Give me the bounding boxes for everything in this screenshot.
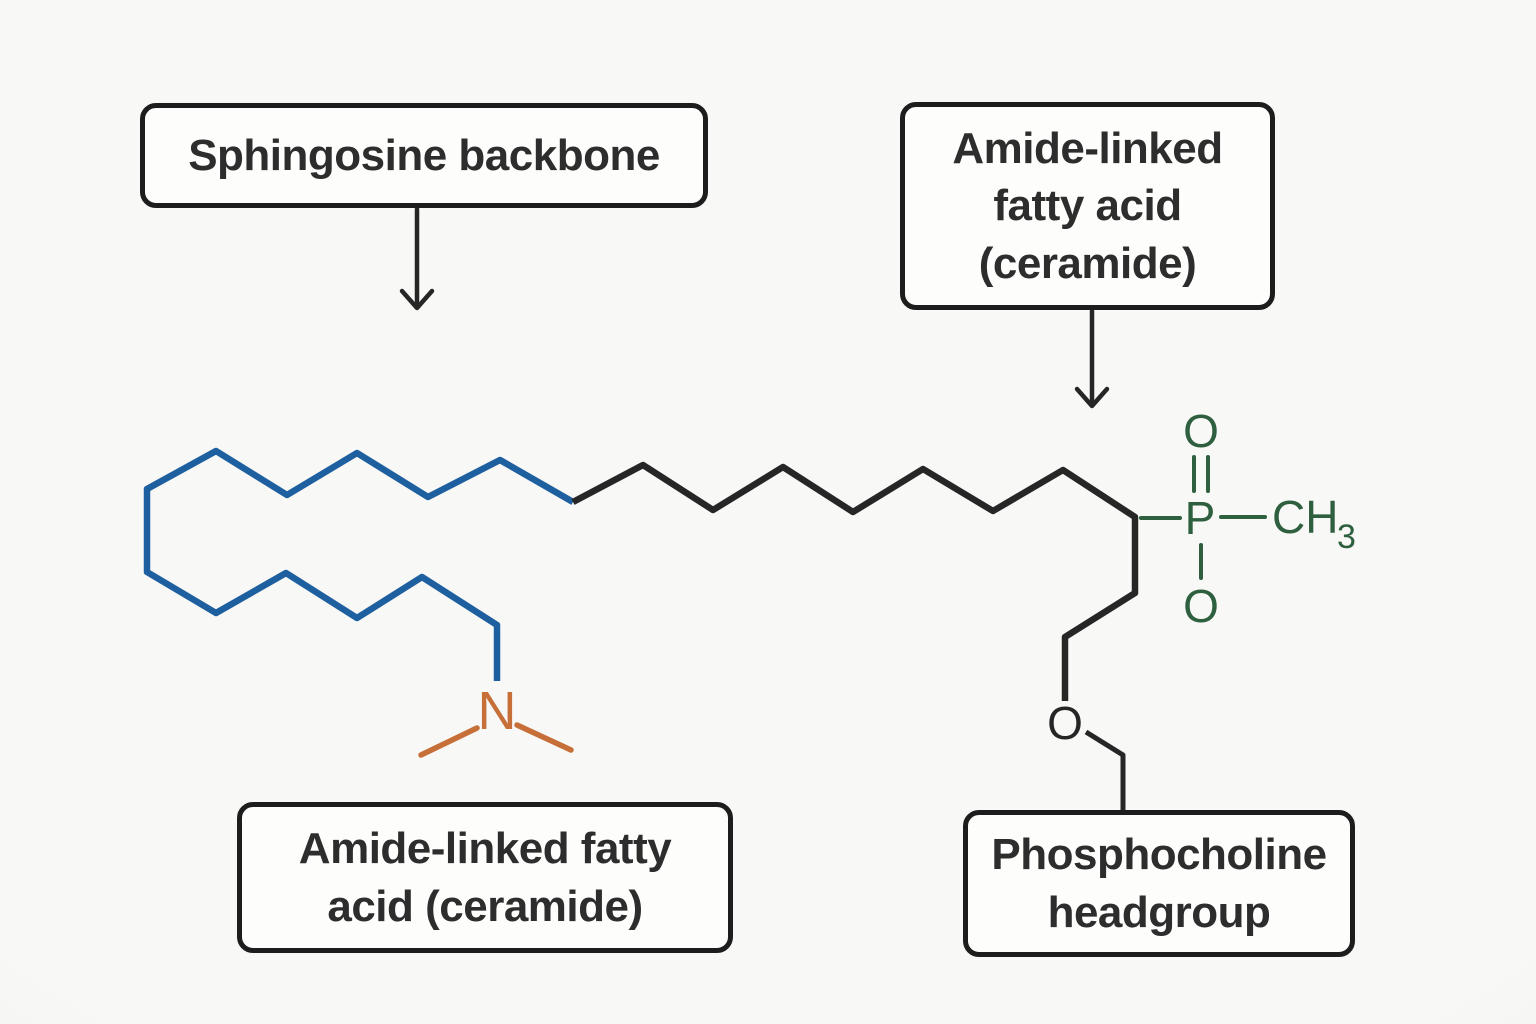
methyl-group: CH [1272, 491, 1338, 543]
label-box-sphingosine: Sphingosine backbone [140, 103, 708, 208]
phosphorus-atom: P [1185, 492, 1216, 544]
label-line: headgroup [1047, 887, 1271, 937]
methyl-subscript: 3 [1337, 518, 1356, 556]
phosphonate-group: O P O CH 3 [1139, 405, 1356, 632]
label-line: Amide-linked [952, 124, 1223, 174]
label-line: Amide-linked fatty [298, 824, 672, 874]
down-arrow-right [1074, 308, 1110, 409]
oxygen-bottom-atom: O [1183, 580, 1219, 632]
amine-group: N [418, 681, 574, 758]
oxygen-top-atom: O [1183, 405, 1219, 457]
label-line: (ceramide) [978, 238, 1197, 288]
label-line: Sphingosine backbone [188, 130, 660, 180]
ether-oxygen-atom: O [1047, 697, 1083, 749]
nitrogen-atom: N [478, 681, 517, 741]
label-box-phosphocholine: Phosphocholine headgroup [963, 810, 1355, 957]
label-box-amide-top: Amide-linked fatty acid (ceramide) [900, 102, 1275, 310]
label-line: fatty acid [993, 181, 1182, 231]
label-line: acid (ceramide) [327, 881, 643, 931]
fatty-acid-chain [571, 461, 1139, 701]
down-arrow-left [399, 206, 435, 311]
label-line: Phosphocholine [991, 830, 1327, 880]
sphingosine-chain [143, 447, 575, 681]
phosphocholine-linker [1084, 729, 1126, 812]
label-box-amide-bottom: Amide-linked fatty acid (ceramide) [237, 802, 733, 953]
